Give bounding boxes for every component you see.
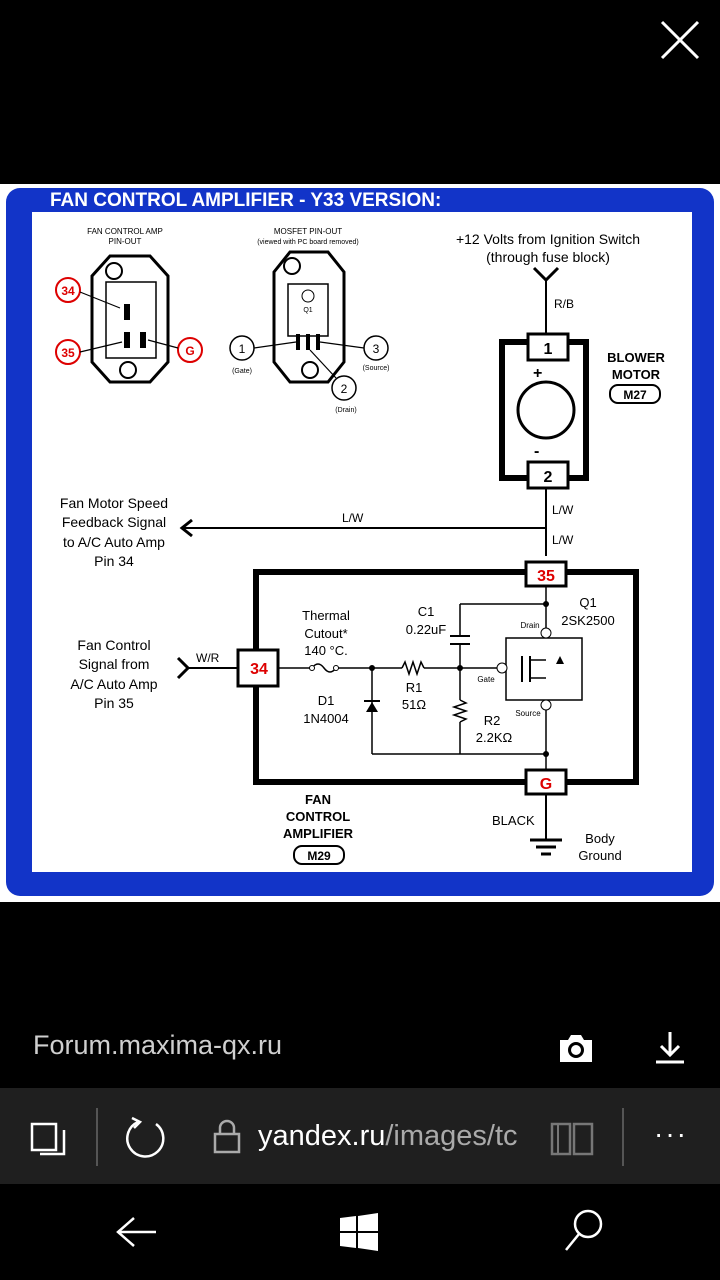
mosfet-pin-3: 3: [373, 342, 380, 356]
motor-pin-2: 2: [544, 469, 553, 486]
refresh-icon[interactable]: [122, 1114, 170, 1162]
download-icon[interactable]: [650, 1028, 690, 1068]
feedback-label-3: to A/C Auto Amp: [63, 534, 165, 550]
d1-label-2: 1N4004: [303, 711, 349, 726]
wire-lw-label-2: L/W: [552, 533, 574, 547]
thermal-label: Thermal: [302, 608, 350, 623]
divider-2: [622, 1108, 624, 1166]
wire-rb-label: R/B: [554, 297, 574, 311]
ground-label-2: Ground: [578, 848, 621, 863]
control-label-2: Signal from: [79, 656, 150, 672]
mosfet-pinout-label-2: (viewed with PC board removed): [257, 239, 359, 246]
amp-pin-35: 35: [61, 346, 75, 360]
camera-icon[interactable]: [556, 1030, 596, 1066]
mosfet-pin-1: 1: [239, 342, 246, 356]
more-menu-button[interactable]: ···: [654, 1118, 688, 1149]
amp-pin-g: G: [185, 344, 194, 358]
r2-label-2: 2.2KΩ: [476, 730, 513, 745]
ground-label: Body: [585, 831, 615, 846]
source-small-label: (Source): [363, 365, 390, 372]
feedback-label-4: Pin 34: [94, 553, 134, 569]
amp-box-pin-g: G: [540, 776, 552, 793]
diagram-image[interactable]: FAN CONTROL AMPLIFIER - Y33 VERSION: FAN…: [0, 184, 720, 902]
motor-plus: +: [533, 365, 542, 382]
wire-black-label: BLACK: [492, 813, 535, 828]
supply-label: +12 Volts from Ignition Switch: [456, 231, 640, 247]
divider: [96, 1108, 98, 1166]
fan-amp-label-3: AMPLIFIER: [283, 826, 354, 841]
wire-lw-label-3: L/W: [342, 511, 364, 525]
url-host: yandex.ru: [258, 1120, 386, 1152]
r1-label: R1: [406, 680, 423, 695]
q1-label: Q1: [579, 595, 596, 610]
blower-label-2: MOTOR: [612, 367, 661, 382]
url-field[interactable]: yandex.ru/images/tc: [258, 1120, 528, 1153]
source-label: Source: [515, 709, 541, 718]
address-bar: [0, 1088, 720, 1184]
gate-label: Gate: [477, 675, 495, 684]
tabs-icon[interactable]: [28, 1118, 68, 1158]
r1-label-2: 51Ω: [402, 697, 426, 712]
reading-view-icon[interactable]: [548, 1118, 596, 1158]
windows-start-icon[interactable]: [338, 1212, 380, 1252]
fan-amp-ref: M29: [307, 849, 331, 863]
wire-lw-label-1: L/W: [552, 503, 574, 517]
gate-small-label: (Gate): [232, 368, 252, 375]
d1-label: D1: [318, 693, 335, 708]
fan-amp-label: FAN: [305, 792, 331, 807]
mosfet-q1-label: Q1: [303, 307, 312, 314]
feedback-label-2: Feedback Signal: [62, 514, 166, 530]
amp-box-pin-34: 34: [250, 661, 268, 678]
q1-label-2: 2SK2500: [561, 613, 615, 628]
wire-wr-label: W/R: [196, 651, 220, 665]
amp-box-pin-35: 35: [537, 568, 555, 585]
mosfet-pinout-label: MOSFET PIN-OUT: [274, 227, 342, 236]
r2-label: R2: [484, 713, 501, 728]
url-path: /images/tc: [385, 1120, 518, 1152]
control-label: Fan Control: [77, 637, 150, 653]
search-icon[interactable]: [560, 1206, 608, 1256]
source-site-label[interactable]: Forum.maxima-qx.ru: [33, 1030, 283, 1060]
thermal-label-2: Cutout*: [304, 626, 347, 641]
motor-minus: -: [534, 443, 539, 460]
c1-label: C1: [418, 604, 435, 619]
back-arrow-icon[interactable]: [112, 1210, 160, 1254]
blower-ref: M27: [623, 388, 647, 402]
close-icon[interactable]: [656, 16, 704, 64]
motor-pin-1: 1: [544, 341, 553, 358]
amp-pinout-label-2: PIN-OUT: [109, 237, 142, 246]
mosfet-pin-2: 2: [341, 382, 348, 396]
thermal-label-3: 140 °C.: [304, 643, 348, 658]
diagram-title: FAN CONTROL AMPLIFIER - Y33 VERSION:: [50, 190, 441, 211]
lock-icon: [213, 1119, 241, 1154]
feedback-label: Fan Motor Speed: [60, 495, 168, 511]
supply-label-2: (through fuse block): [486, 249, 610, 265]
control-label-3: A/C Auto Amp: [70, 676, 157, 692]
amp-pinout-label: FAN CONTROL AMP: [87, 227, 163, 236]
amp-pin-34: 34: [61, 284, 75, 298]
fan-amp-label-2: CONTROL: [286, 809, 350, 824]
drain-label: Drain: [520, 621, 539, 630]
control-label-4: Pin 35: [94, 695, 134, 711]
c1-label-2: 0.22uF: [406, 622, 447, 637]
drain-small-label: (Drain): [335, 407, 356, 414]
blower-label: BLOWER: [607, 350, 665, 365]
